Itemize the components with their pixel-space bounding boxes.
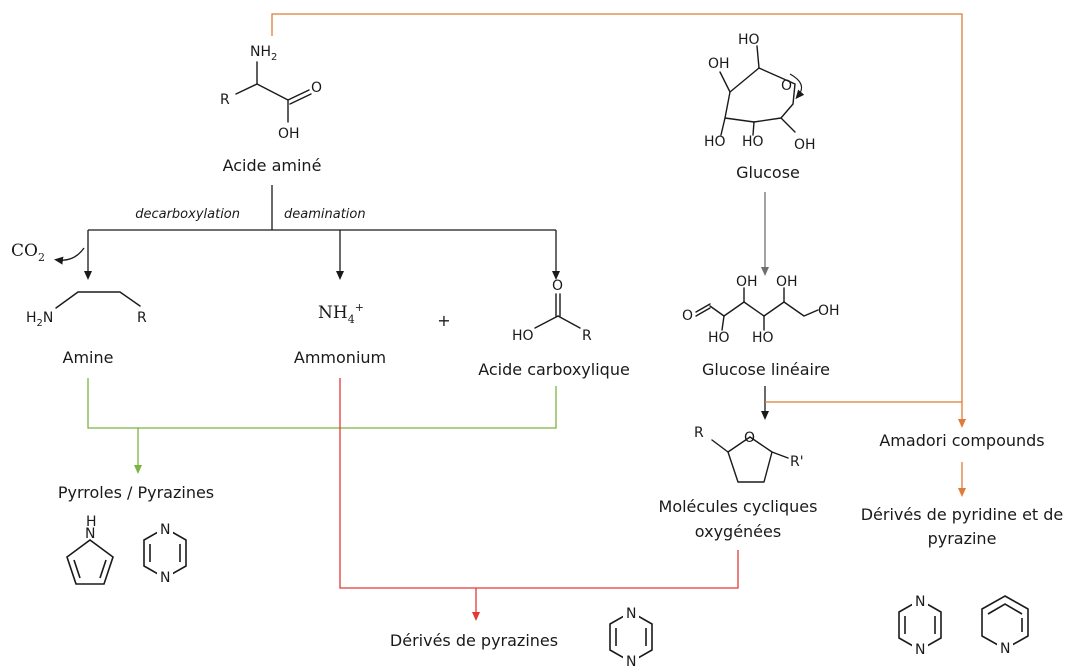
glucose-ho-bl: HO [704,134,726,150]
red-connector [339,378,739,617]
decarboxylation-label: decarboxylation [135,207,240,222]
cyclic-molecule-structure: R O R' [694,425,804,483]
bottom-pyrazine-n-bottom: N [626,654,636,670]
glucose-linear-o: O [682,308,693,324]
carboxylic-ho: HO [512,328,534,344]
ammonium-formula: NH4+ [318,301,364,326]
reaction-connectors [84,13,966,617]
glucose-linear-oh1: OH [736,274,758,290]
pyrrole-h: H [86,514,97,530]
amino-acid-oh: OH [278,126,300,142]
amino-acid-split-line [88,185,556,231]
plus-sign: + [437,311,450,330]
carboxylic-acid-structure: O HO R [512,278,592,344]
glucose-linear-oh-end: OH [818,303,840,319]
amino-acid-nh2: NH2 [250,44,277,63]
amino-acid-label: Acide aminé [223,156,322,175]
pyrazine-n-top: N [160,522,170,538]
glucose-linear-oh2: OH [776,274,798,290]
pyrazine-derivs-label: Dérivés de pyrazines [390,631,558,650]
co2-label: CO2 [11,241,45,264]
amine-structure: H2N R [26,291,147,329]
pyrazine-structure-right: N N [898,594,942,658]
amino-acid-o: O [311,80,322,96]
carboxylic-o: O [552,278,563,294]
cyclic-r-prime: R' [790,454,804,470]
amino-acid-r: R [220,92,230,108]
co2-release-arrow [54,247,85,265]
pyrroles-pyrazines-label: Pyrroles / Pyrazines [58,483,214,502]
amine-label: Amine [63,348,114,367]
pyridine-structure: N [981,595,1029,657]
pyrazine-structure-small: N N [143,522,187,586]
right-pyrazine-n-bottom: N [915,642,925,658]
carboxylic-acid-label: Acide carboxylique [478,360,630,379]
glucose-ring-structure: HO OH O HO HO OH [704,32,816,153]
glucose-label: Glucose [736,163,800,182]
ammonium-label: Ammonium [294,348,386,367]
pyridine-n: N [1000,641,1010,657]
pyrrole-n: N [85,526,95,542]
glucose-linear-ho1: HO [708,330,730,346]
amine-r: R [137,310,147,326]
cyclic-label-line2: oxygénées [695,522,781,541]
pyridine-derivs-label-line2: pyrazine [928,529,997,548]
green-connector [87,378,557,470]
glucose-ho-bm: HO [742,134,764,150]
pyrazine-structure-bottom: N N [609,606,653,670]
pyrrole-structure: N H [66,514,114,585]
glucose-ho-top: HO [738,32,760,48]
carboxylic-r: R [582,328,592,344]
amino-acid-structure: NH2 R O OH [220,44,322,142]
glucose-linear-label: Glucose linéaire [702,360,830,379]
cyclic-r: R [694,425,704,441]
glucose-oh-left: OH [708,56,730,72]
pyridine-derivs-label-line1: Dérivés de pyridine et de [861,505,1064,524]
pyrazine-n-bottom: N [160,570,170,586]
glucose-linear-structure: O OH OH OH HO HO [682,274,840,346]
cyclic-label-line1: Molécules cycliques [659,497,818,516]
deamination-label: deamination [284,207,366,222]
bottom-pyrazine-n-top: N [626,606,636,622]
glucose-oh-br: OH [794,137,816,153]
glucose-linear-ho2: HO [752,330,774,346]
orange-connector-top [271,13,966,428]
glucose-ring-o: O [781,78,792,94]
amadori-label: Amadori compounds [879,431,1044,450]
right-pyrazine-n-top: N [915,594,925,610]
amine-h2n: H2N [26,310,53,329]
cyclic-o: O [744,430,755,446]
